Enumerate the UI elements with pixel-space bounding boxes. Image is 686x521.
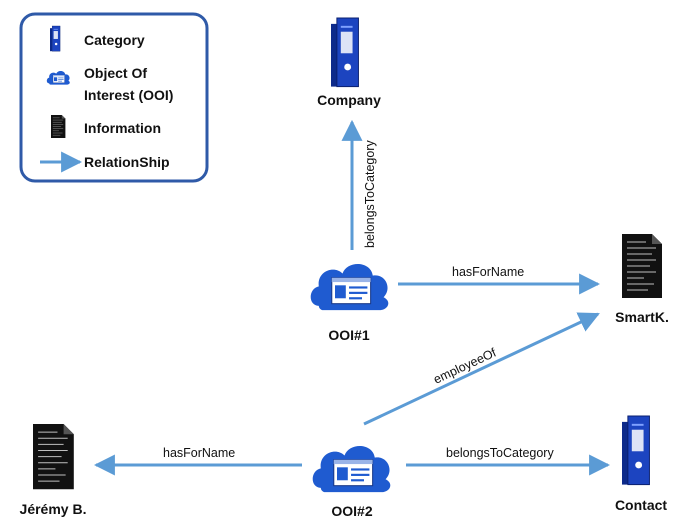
node-label-contact: Contact [615, 497, 667, 513]
binder-icon [621, 415, 650, 486]
cloud-card-icon [312, 445, 391, 493]
binder-icon [330, 17, 359, 88]
legend-item-ooi-line2: Interest (OOI) [84, 87, 173, 103]
legend-item-ooi-line1: Object Of [84, 65, 147, 81]
node-label-company: Company [317, 92, 381, 108]
document-icon [32, 423, 75, 490]
cloud-card-icon [310, 263, 389, 311]
node-smartk: SmartK. [615, 233, 669, 325]
legend-item-relationship: RelationShip [84, 154, 170, 170]
node-company: Company [317, 17, 381, 108]
edge-label-ooi1-smartk: hasForName [452, 265, 524, 279]
document-icon [50, 114, 66, 139]
legend-item-category: Category [84, 32, 145, 48]
legend-item-information: Information [84, 120, 161, 136]
edges: belongsToCategory hasForName employeeOf … [93, 119, 611, 476]
node-ooi1: OOI#1 [310, 263, 389, 343]
document-icon [621, 233, 663, 299]
node-label-jeremy: Jérémy B. [20, 501, 87, 517]
legend: Category Object Of Interest (OOI) Inform… [19, 12, 209, 183]
node-label-smartk: SmartK. [615, 309, 669, 325]
edge-ooi2-smartk [363, 312, 600, 426]
node-contact: Contact [615, 415, 667, 513]
edge-label-ooi2-contact: belongsToCategory [446, 446, 554, 460]
node-jeremy: Jérémy B. [20, 423, 87, 517]
edge-label-ooi2-jeremy: hasForName [163, 446, 235, 460]
node-label-ooi2: OOI#2 [331, 503, 372, 519]
node-label-ooi1: OOI#1 [328, 327, 369, 343]
edge-label-ooi1-company: belongsToCategory [363, 140, 377, 248]
node-ooi2: OOI#2 [312, 445, 391, 519]
binder-icon [49, 25, 61, 52]
